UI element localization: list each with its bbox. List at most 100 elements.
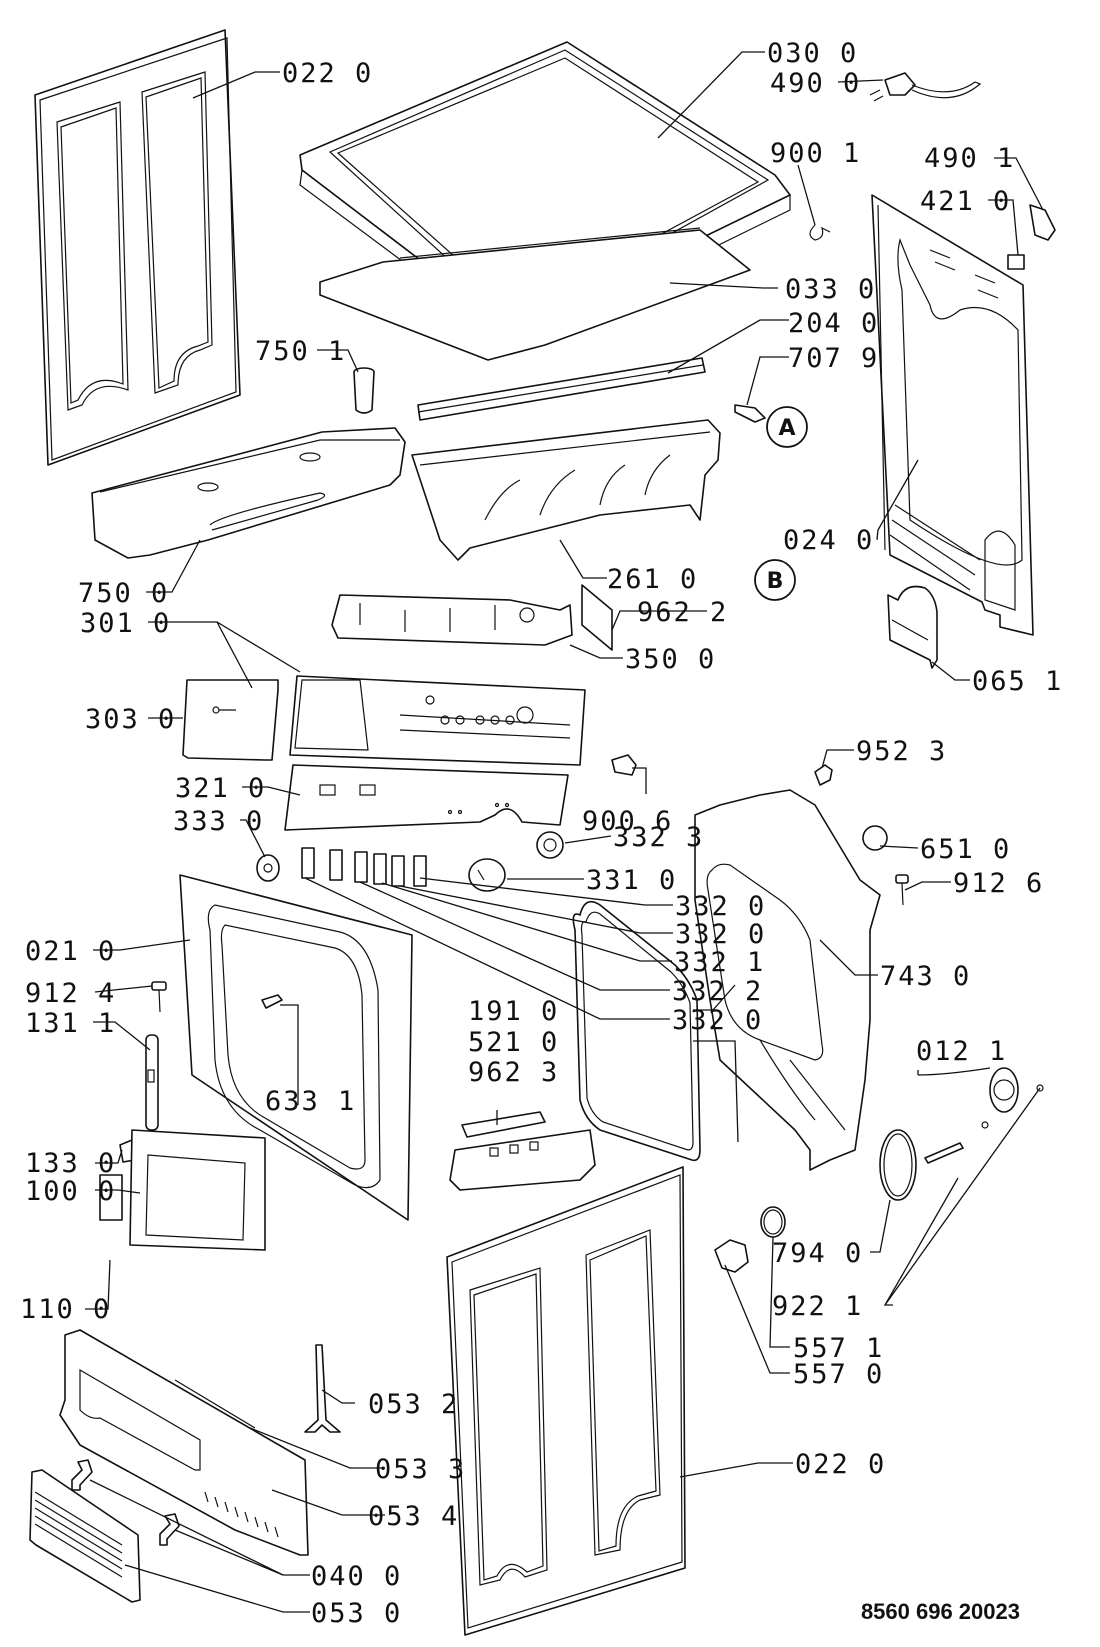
part-label-350-0: 350 0 — [625, 644, 716, 675]
part-label-133-0: 133 0 — [25, 1148, 116, 1179]
program-knob-drawing — [468, 858, 506, 892]
part-label-952-3: 952 3 — [856, 736, 947, 767]
electronic-module-drawing — [449, 1129, 596, 1191]
part-label-743-0: 743 0 — [880, 961, 971, 992]
foot-drawing — [814, 764, 833, 786]
front-bulkhead-drawing — [694, 789, 881, 1171]
control-board-drawing — [331, 594, 573, 646]
part-label-332-0-a: 332 0 — [675, 891, 766, 922]
part-label-261-0: 261 0 — [607, 564, 698, 595]
part-label-333-0: 333 0 — [173, 806, 264, 837]
part-label-040-0: 040 0 — [311, 1561, 402, 1592]
push-buttons-drawing — [301, 847, 427, 887]
part-labels: 022 0 030 0 490 0 900 1 490 1 421 0 033 … — [20, 38, 1063, 1629]
part-label-024-0: 024 0 — [783, 525, 874, 556]
clip-drawing — [611, 754, 637, 776]
part-label-707-9: 707 9 — [788, 343, 879, 374]
part-label-912-4: 912 4 — [25, 978, 116, 1009]
lamp-drawing — [862, 825, 888, 851]
o-ring-drawing — [760, 1206, 786, 1238]
fascia-insert-drawing — [284, 764, 569, 831]
part-label-912-6: 912 6 — [953, 868, 1044, 899]
part-label-012-1: 012 1 — [916, 1036, 1007, 1067]
part-label-651-0: 651 0 — [920, 834, 1011, 865]
part-label-900-6: 900 6 — [582, 806, 673, 837]
door-seal-drawing — [572, 900, 701, 1162]
reference-marker-a: A — [766, 406, 808, 448]
side-panel-left-drawing — [34, 29, 241, 466]
part-label-962-3: 962 3 — [468, 1057, 559, 1088]
module-label-drawing — [461, 1111, 546, 1138]
cover-plate-drawing — [887, 585, 938, 669]
part-label-490-1: 490 1 — [924, 143, 1015, 174]
plinth-panel-drawing — [59, 1329, 309, 1556]
plinth-grille-drawing — [29, 1469, 141, 1603]
knob-adapter-drawing — [536, 831, 564, 859]
cable-clip-drawing — [809, 224, 831, 241]
part-label-900-1: 900 1 — [770, 138, 861, 169]
part-label-301-0: 301 0 — [80, 608, 171, 639]
part-label-750-1: 750 1 — [255, 336, 346, 367]
part-label-022-0-top: 022 0 — [282, 58, 373, 89]
part-label-794-0: 794 0 — [772, 1238, 863, 1269]
water-tank-drawing — [91, 427, 406, 559]
part-label-332-1: 332 1 — [674, 947, 765, 978]
part-label-490-0: 490 0 — [770, 68, 861, 99]
part-label-022-0-bottom: 022 0 — [795, 1449, 886, 1480]
part-label-332-3: 332 3 — [613, 822, 704, 853]
part-label-053-2: 053 2 — [368, 1389, 459, 1420]
part-label-053-3: 053 3 — [375, 1454, 466, 1485]
gasket-large-drawing — [879, 1129, 917, 1201]
part-label-750-0: 750 0 — [78, 578, 169, 609]
strip-drawing — [417, 357, 706, 421]
door-switch-pin-drawing — [261, 994, 283, 1009]
worktop-bracket-drawing — [319, 227, 751, 361]
thermostat-drawing — [714, 1239, 749, 1273]
tank-cover-drawing — [182, 679, 279, 761]
part-label-332-0-b: 332 0 — [675, 919, 766, 950]
leader-lines — [85, 51, 1044, 1613]
part-label-131-1: 131 1 — [25, 1008, 116, 1039]
side-panel-right-drawing — [446, 1166, 686, 1636]
screw-right-drawing — [895, 874, 909, 906]
plinth-clip-drawing — [304, 1344, 341, 1433]
reference-marker-b: B — [754, 559, 796, 601]
label-sheet-drawing — [581, 584, 613, 651]
part-label-331-0: 331 0 — [586, 865, 677, 896]
front-panel-drawing — [179, 874, 413, 1221]
part-label-557-1: 557 1 — [793, 1333, 884, 1364]
svg-text:B: B — [767, 569, 784, 594]
part-label-303-0: 303 0 — [85, 704, 176, 735]
hinge-drawing — [99, 1174, 123, 1221]
power-cord-drawing — [869, 72, 982, 102]
part-label-922-1: 922 1 — [772, 1291, 863, 1322]
part-label-557-0: 557 0 — [793, 1359, 884, 1390]
part-label-033-0: 033 0 — [785, 274, 876, 305]
part-label-110-0: 110 0 — [20, 1294, 111, 1325]
hose-connector-drawing — [734, 404, 766, 423]
part-label-332-0-c: 332 0 — [672, 1005, 763, 1036]
door-catch-drawing — [145, 1034, 159, 1131]
control-panel-drawing — [289, 675, 586, 766]
part-label-053-4: 053 4 — [368, 1501, 459, 1532]
part-label-204-0: 204 0 — [788, 308, 879, 339]
part-label-065-1: 065 1 — [972, 666, 1063, 697]
part-label-191-0: 191 0 — [468, 996, 559, 1027]
filter-kit-drawing — [924, 1067, 1044, 1164]
part-label-421-0: 421 0 — [920, 186, 1011, 217]
screw-left-drawing — [151, 981, 167, 1013]
part-label-962-2: 962 2 — [637, 597, 728, 628]
svg-text:A: A — [778, 416, 795, 441]
part-label-332-2: 332 2 — [672, 976, 763, 1007]
part-label-321-0: 321 0 — [175, 773, 266, 804]
part-label-100-0: 100 0 — [25, 1176, 116, 1207]
document-number: 8560 696 20023 — [860, 1599, 1020, 1624]
tank-housing-drawing — [411, 419, 721, 561]
rear-panel-drawing — [871, 194, 1034, 636]
part-label-021-0: 021 0 — [25, 936, 116, 967]
water-tank-nozzle-drawing — [353, 367, 375, 414]
part-label-521-0: 521 0 — [468, 1027, 559, 1058]
part-label-633-1: 633 1 — [265, 1086, 356, 1117]
indicator-lens-drawing — [256, 854, 280, 882]
